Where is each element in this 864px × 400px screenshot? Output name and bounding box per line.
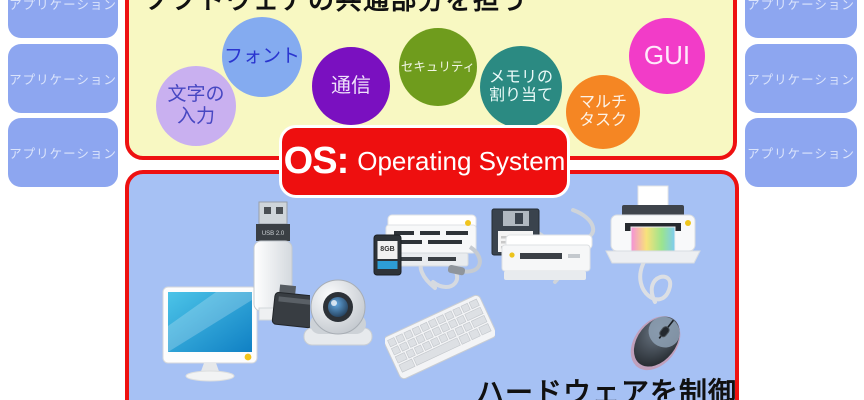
usb-label: USB 2.0	[262, 231, 285, 237]
mouse-icon	[630, 316, 681, 371]
function-circle-memory: メモリの 割り当て	[480, 46, 562, 128]
software-panel-title: ソフトウェアの共通部分を担う	[143, 0, 529, 15]
app-box-right-2: アプリケーション	[745, 44, 857, 113]
app-box-label: アプリケーション	[747, 147, 855, 161]
keyboard-icon	[385, 294, 495, 380]
sd-card-label: 8GB	[380, 246, 394, 253]
app-box-label: アプリケーション	[9, 0, 117, 12]
floppy-drive-icon	[501, 234, 593, 280]
function-circle-network: 通信	[312, 47, 390, 125]
app-box-left-2: アプリケーション	[8, 44, 118, 113]
function-circle-multitask: マルチ タスク	[566, 75, 640, 149]
hardware-panel-label: ハードウェアを制御	[476, 377, 738, 400]
app-box-left-3: アプリケーション	[8, 118, 118, 187]
memory-card-reader-icon: 8GB	[373, 214, 482, 276]
app-box-label: アプリケーション	[747, 73, 855, 87]
function-circle-security: セキュリティ	[399, 28, 477, 106]
os-abbr: OS:	[283, 140, 350, 182]
monitor-icon	[162, 286, 258, 382]
function-circle-font: フォント	[222, 17, 302, 97]
webcam-icon	[303, 279, 373, 346]
os-banner: OS: Operating System	[279, 125, 570, 198]
sd-card-icon: 8GB	[373, 234, 402, 276]
app-box-label: アプリケーション	[747, 0, 855, 12]
function-circle-text-input: 文字の 入力	[156, 66, 236, 146]
app-box-label: アプリケーション	[9, 147, 117, 161]
floppy-disk-drive-icon	[491, 208, 593, 280]
function-circle-gui: GUI	[629, 18, 705, 94]
usb-flash-drive-icon: USB 2.0	[253, 201, 310, 329]
app-box-right-1: アプリケーション	[745, 0, 857, 38]
app-box-right-3: アプリケーション	[745, 118, 857, 187]
app-box-left-1: アプリケーション	[8, 0, 118, 38]
printer-icon	[605, 185, 701, 264]
app-box-label: アプリケーション	[9, 73, 117, 87]
os-full-name: Operating System	[357, 146, 566, 176]
